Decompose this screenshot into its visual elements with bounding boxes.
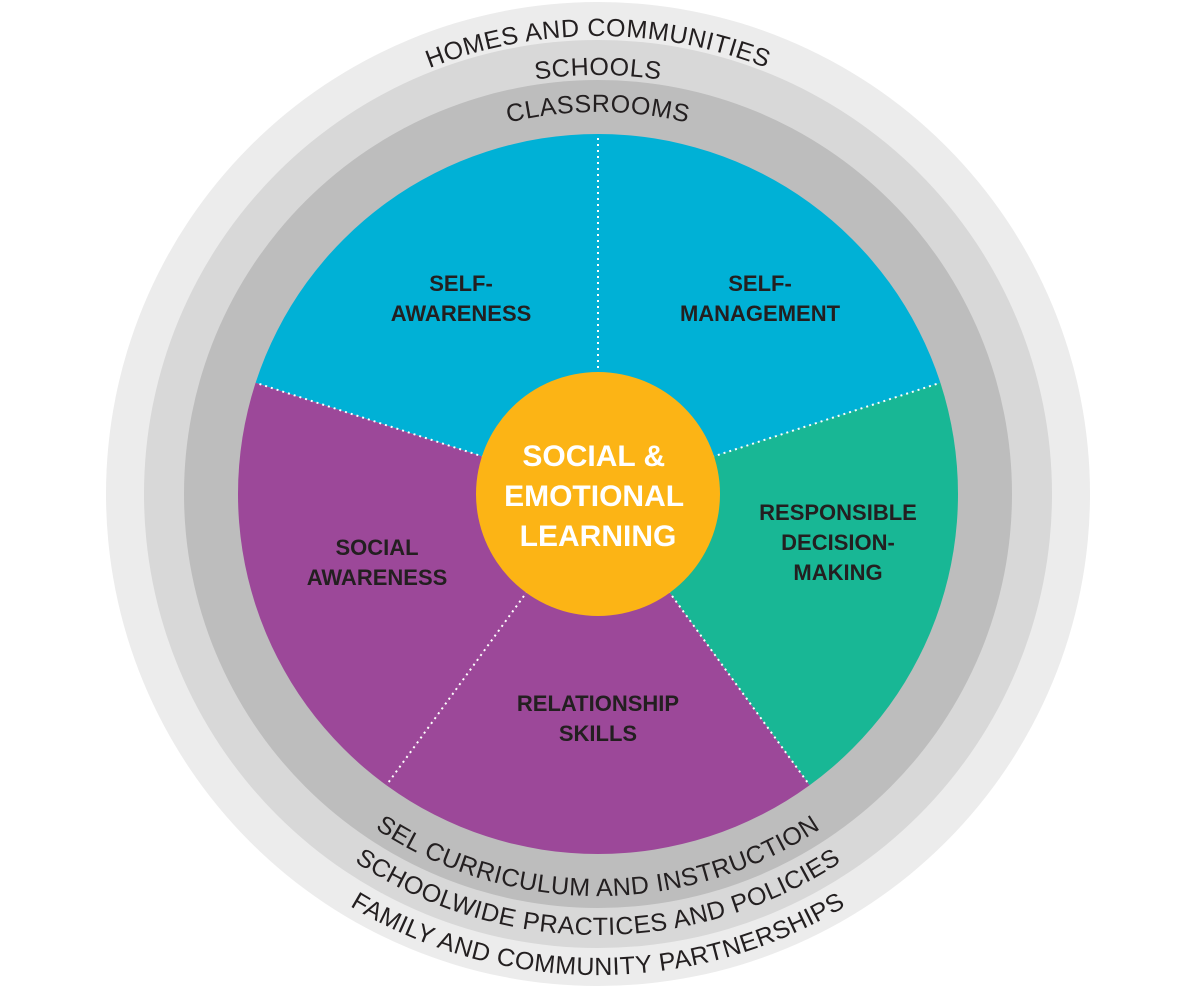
label-line: SOCIAL [335, 535, 418, 560]
ring-label-schools: SCHOOLS [533, 53, 664, 86]
center-line-2: EMOTIONAL [504, 480, 684, 513]
label-line: RESPONSIBLE [759, 500, 917, 525]
label-line: MANAGEMENT [680, 301, 841, 326]
segment-self-awareness [255, 133, 598, 494]
center-line-3: LEARNING [520, 520, 677, 553]
label-line: RELATIONSHIP [517, 691, 679, 716]
segment-relationship-skills [386, 494, 810, 854]
label-responsible-decision-making: RESPONSIBLE DECISION- MAKING [759, 500, 917, 585]
label-line: SELF- [728, 271, 792, 296]
segment-self-management [598, 134, 941, 494]
label-line: MAKING [793, 560, 882, 585]
center-line-1: SOCIAL & [522, 440, 665, 473]
label-self-management: SELF- MANAGEMENT [680, 271, 841, 326]
center-label: SOCIAL & EMOTIONAL LEARNING [504, 440, 692, 553]
label-social-awareness: SOCIAL AWARENESS [307, 535, 448, 590]
label-line: SELF- [429, 271, 493, 296]
label-line: SKILLS [559, 721, 637, 746]
label-relationship-skills: RELATIONSHIP SKILLS [517, 691, 679, 746]
competency-labels: SELF- AWARENESS SELF- MANAGEMENT RESPONSIBLE… [307, 271, 917, 746]
center-circle [476, 372, 720, 616]
label-line: AWARENESS [307, 565, 448, 590]
label-line: DECISION- [781, 530, 895, 555]
label-self-awareness: SELF- AWARENESS [391, 271, 532, 326]
label-line: AWARENESS [391, 301, 532, 326]
